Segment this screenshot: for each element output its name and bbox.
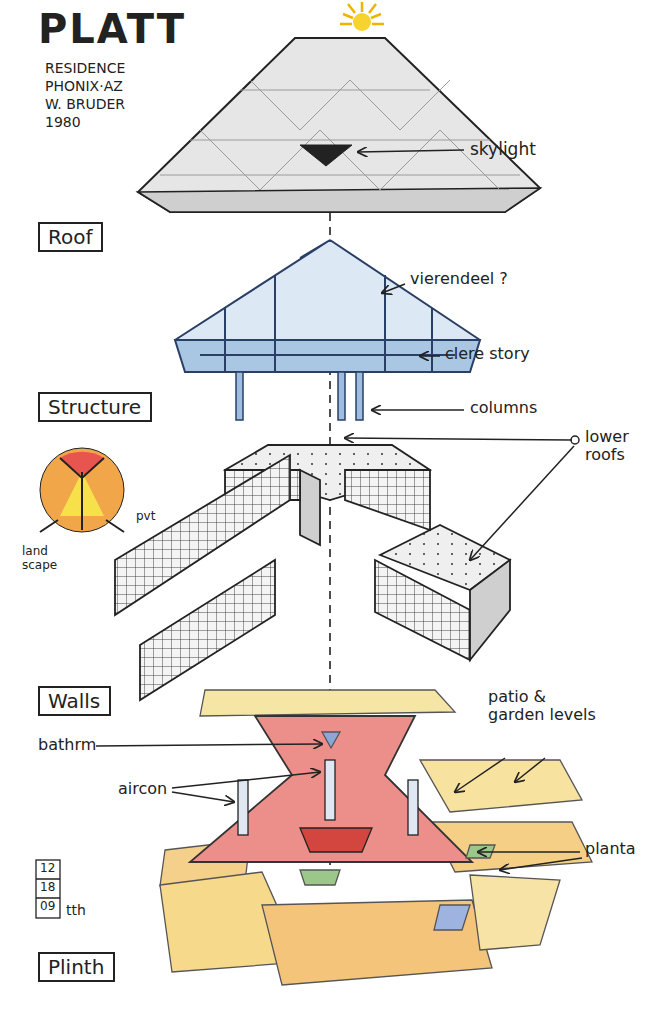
leader-lines	[96, 150, 582, 870]
annotation-label: land scape	[22, 545, 64, 573]
section-label: Roof	[48, 226, 93, 248]
annotation-label: bathrm	[38, 736, 96, 754]
section-label-box: Plinth	[38, 952, 115, 982]
section-label: Structure	[48, 396, 142, 418]
annotation-label: pvt	[136, 510, 155, 524]
roof-slab	[138, 38, 540, 212]
sun	[340, 2, 384, 31]
annotation-label: vierendeel ?	[410, 270, 508, 288]
landscape-diagram	[40, 448, 124, 532]
annotation-label: patio & garden levels	[488, 688, 600, 725]
annotation-label: W. BRUDER	[45, 96, 125, 112]
annotation-label: 1980	[45, 114, 81, 130]
leader-dot	[571, 436, 579, 444]
annotation-label: aircon	[118, 780, 167, 798]
section-label-box: Walls	[38, 686, 111, 716]
annotation-label: clere story	[445, 345, 530, 363]
section-label: Walls	[48, 690, 101, 712]
annotation-label: PHONIX·AZ	[45, 78, 123, 94]
annotation-label: tth	[66, 902, 86, 918]
annotation-label: RESIDENCE	[45, 60, 125, 76]
annotation-label: 18	[40, 881, 55, 895]
annotation-label: columns	[470, 399, 537, 417]
annotation-label: planta	[585, 840, 636, 858]
annotation-label: skylight	[470, 140, 536, 160]
section-label: Plinth	[48, 956, 105, 978]
walls-and-lower-roofs	[115, 445, 510, 700]
annotation-label: 12	[40, 862, 55, 876]
annotation-label: 09	[40, 900, 55, 914]
section-label-box: Roof	[38, 222, 103, 252]
section-label-box: Structure	[38, 392, 152, 422]
date-box	[36, 860, 60, 918]
roof-truss	[175, 240, 480, 420]
annotation-label: lower roofs	[585, 428, 645, 465]
title: PLATT	[38, 6, 186, 52]
plinth	[160, 690, 592, 985]
